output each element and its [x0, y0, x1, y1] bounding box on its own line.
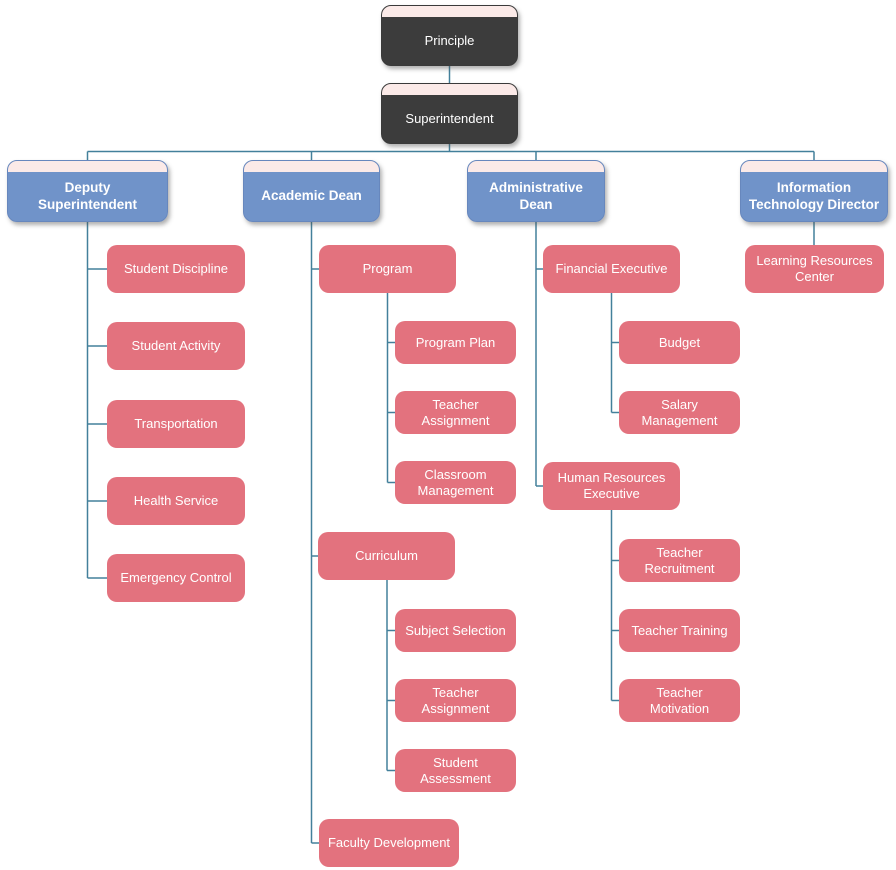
org-node-student-discipline: Student Discipline — [107, 245, 245, 293]
org-node-deputy-superintendent: Deputy Superintendent — [7, 160, 168, 222]
org-node-financial-executive: Financial Executive — [543, 245, 680, 293]
org-node-budget: Budget — [619, 321, 740, 364]
org-node-student-assessment: Student Assessment — [395, 749, 516, 792]
org-node-academic-dean: Academic Dean — [243, 160, 380, 222]
org-node-teacher-training: Teacher Training — [619, 609, 740, 652]
org-node-learning-resources-center: Learning Resources Center — [745, 245, 884, 293]
org-node-emergency-control: Emergency Control — [107, 554, 245, 602]
org-node-teacher-assignment-curriculum: Teacher Assignment — [395, 679, 516, 722]
org-node-superintendent: Superintendent — [381, 83, 518, 144]
org-node-salary-management: Salary Management — [619, 391, 740, 434]
org-node-faculty-development: Faculty Development — [319, 819, 459, 867]
org-node-curriculum: Curriculum — [318, 532, 455, 580]
org-node-program: Program — [319, 245, 456, 293]
org-node-health-service: Health Service — [107, 477, 245, 525]
org-node-transportation: Transportation — [107, 400, 245, 448]
org-node-teacher-assignment-program: Teacher Assignment — [395, 391, 516, 434]
org-node-teacher-motivation: Teacher Motivation — [619, 679, 740, 722]
org-node-student-activity: Student Activity — [107, 322, 245, 370]
org-node-subject-selection: Subject Selection — [395, 609, 516, 652]
org-node-it-director: Information Technology Director — [740, 160, 888, 222]
org-node-teacher-recruitment: Teacher Recruitment — [619, 539, 740, 582]
org-node-administrative-dean: Administrative Dean — [467, 160, 605, 222]
org-node-classroom-management: Classroom Management — [395, 461, 516, 504]
org-node-principle: Principle — [381, 5, 518, 66]
org-node-program-plan: Program Plan — [395, 321, 516, 364]
org-node-hr-executive: Human Resources Executive — [543, 462, 680, 510]
